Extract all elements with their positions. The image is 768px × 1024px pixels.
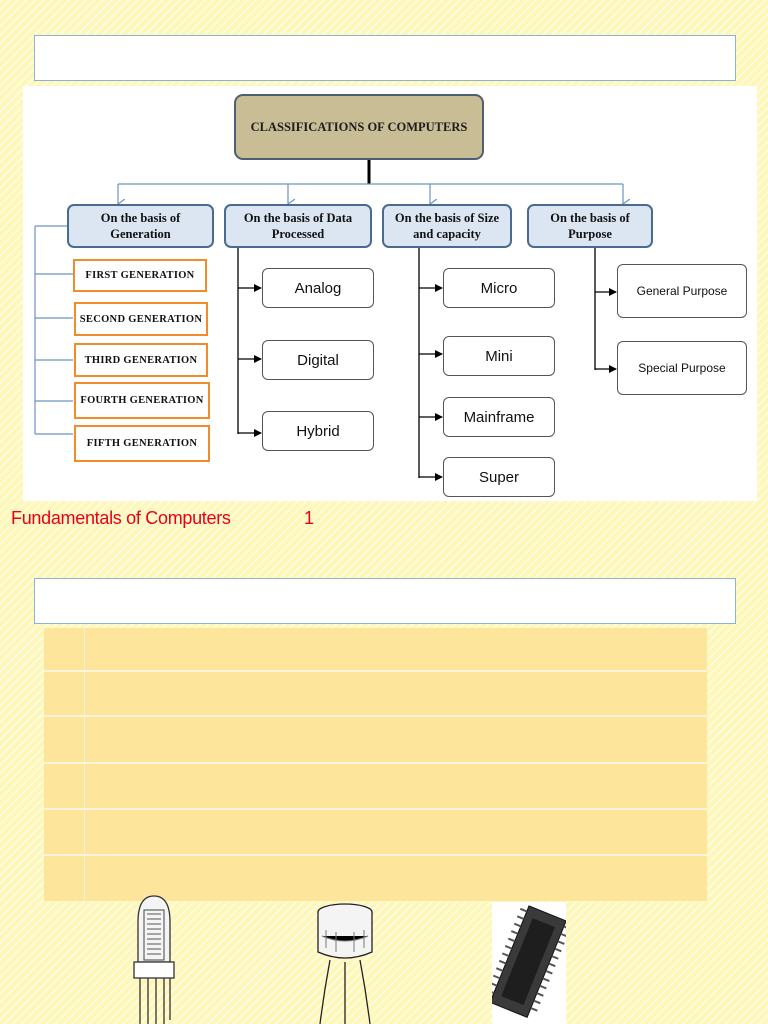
leaf-special-purpose: Special Purpose <box>617 341 747 395</box>
table-row-divider <box>44 762 707 764</box>
leaf-analog: Analog <box>262 268 374 308</box>
category-size-capacity: On the basis of Size and capacity <box>382 204 512 248</box>
table-row-divider <box>44 715 707 717</box>
leaf-hybrid: Hybrid <box>262 411 374 451</box>
page-number: 1 <box>304 508 314 528</box>
leaf-digital: Digital <box>262 340 374 380</box>
slide-title-box <box>34 35 736 81</box>
table-row-divider <box>44 854 707 856</box>
table-row-divider <box>44 670 707 672</box>
table-column-divider <box>84 628 85 901</box>
table-row-divider <box>44 808 707 810</box>
generations-table <box>44 628 707 901</box>
leaf-micro: Micro <box>443 268 555 308</box>
leaf-mini: Mini <box>443 336 555 376</box>
leaf-super: Super <box>443 457 555 497</box>
vacuum-tube-icon <box>133 895 175 1024</box>
category-data-processed: On the basis of Data Processed <box>224 204 372 248</box>
generation-second: SECOND GENERATION <box>74 302 208 336</box>
generation-fifth: FIFTH GENERATION <box>74 425 210 462</box>
leaf-mainframe: Mainframe <box>443 397 555 437</box>
root-node: CLASSIFICATIONS OF COMPUTERS <box>234 94 484 160</box>
classification-diagram: CLASSIFICATIONS OF COMPUTERS On the basi… <box>23 86 757 501</box>
generation-first: FIRST GENERATION <box>73 259 207 292</box>
leaf-general-purpose: General Purpose <box>617 264 747 318</box>
generation-fourth: FOURTH GENERATION <box>74 382 210 419</box>
transistor-icon <box>317 903 373 1024</box>
generation-third: THIRD GENERATION <box>74 343 208 377</box>
slide-title-box <box>34 578 736 624</box>
category-purpose: On the basis of Purpose <box>527 204 653 248</box>
connector-lines <box>34 160 757 481</box>
integrated-circuit-icon <box>492 902 566 1024</box>
category-generation: On the basis of Generation <box>67 204 214 248</box>
footer-text: Fundamentals of Computers <box>11 508 231 528</box>
slide-footer: Fundamentals of Computers 1 <box>11 508 314 529</box>
